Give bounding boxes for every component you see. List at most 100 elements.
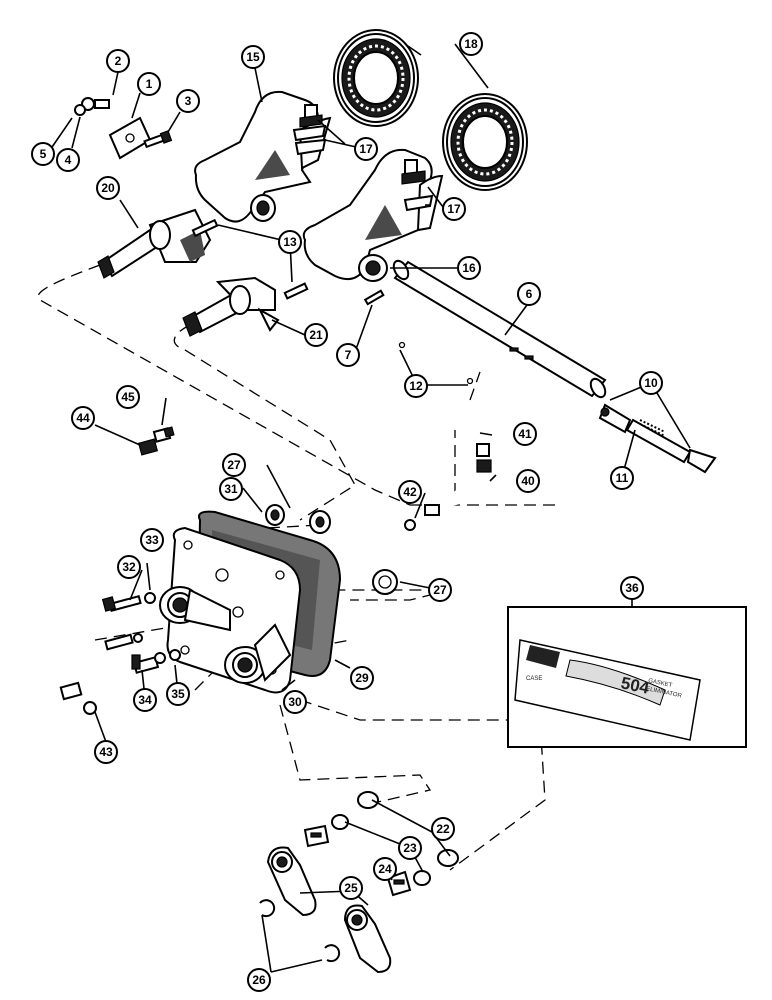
callout-17-upper: 17: [354, 137, 378, 161]
detent-ball: [466, 377, 474, 385]
callout-44: 44: [71, 406, 95, 430]
callout-label: 10: [644, 376, 658, 390]
callout-label: 42: [403, 485, 417, 499]
callout-label: 35: [171, 687, 185, 701]
sealant-package-box: 888 CASE 504 GASKET ELIMINATOR: [507, 606, 747, 748]
shift-shaft-lower: [182, 276, 280, 337]
callout-31: 31: [219, 477, 243, 501]
callout-5: 5: [31, 142, 55, 166]
callout-13: 13: [278, 230, 302, 254]
callout-label: 21: [309, 328, 323, 342]
callout-label: 12: [409, 379, 423, 393]
callout-30: 30: [283, 690, 307, 714]
o-ring-42: [404, 519, 416, 531]
callout-24: 24: [373, 857, 397, 881]
callout-12: 12: [404, 374, 428, 398]
oil-tube: [42, 426, 175, 701]
callout-4: 4: [56, 148, 80, 172]
callout-32: 32: [117, 555, 141, 579]
callout-33: 33: [140, 528, 164, 552]
callout-10: 10: [639, 371, 663, 395]
callout-15: 15: [241, 45, 265, 69]
callout-20: 20: [96, 176, 120, 200]
callout-label: 6: [526, 287, 533, 301]
clutch-disc-upper: [333, 29, 419, 127]
callout-label: 33: [145, 533, 159, 547]
levers-25: [266, 846, 392, 974]
washer-27-upper: [309, 510, 331, 534]
callout-2: 2: [106, 49, 130, 73]
callout-label: 44: [76, 411, 90, 425]
callout-label: 2: [115, 54, 122, 68]
callout-label: 7: [345, 348, 352, 362]
callout-6: 6: [517, 282, 541, 306]
fork-shoes: [292, 104, 434, 212]
callout-43: 43: [94, 740, 118, 764]
hex-bolt-small: [143, 130, 173, 149]
callout-45: 45: [116, 385, 140, 409]
callout-34: 34: [133, 688, 157, 712]
callout-label: 22: [436, 822, 450, 836]
callout-27-upper: 27: [222, 453, 246, 477]
bolt-32: [101, 594, 142, 612]
sealant-brand-label: CASE: [526, 676, 542, 682]
detent-ball: [398, 341, 406, 349]
shift-fork-lower: [302, 148, 444, 282]
sealant-brand-mark: 888: [540, 655, 554, 664]
callout-label: 4: [65, 153, 72, 167]
callout-11: 11: [610, 466, 634, 490]
callout-label: 34: [138, 693, 152, 707]
callout-18: 18: [459, 32, 483, 56]
sealant-label-line: GASKET: [648, 678, 673, 689]
callout-17-lower: 17: [442, 197, 466, 221]
washers-23: [331, 814, 431, 886]
callout-label: 18: [464, 37, 478, 51]
callout-label: 13: [283, 235, 297, 249]
bracket-plate: [108, 116, 152, 160]
callout-label: 41: [518, 427, 532, 441]
detent-plungers-and-spring: [598, 403, 717, 474]
callout-label: 11: [616, 471, 629, 485]
fitting-34-35: [104, 633, 181, 674]
callout-label: 45: [121, 390, 135, 404]
callout-29: 29: [350, 666, 374, 690]
callout-23: 23: [398, 836, 422, 860]
callout-label: 5: [40, 147, 47, 161]
callout-label: 20: [101, 181, 115, 195]
callout-25: 25: [339, 876, 363, 900]
callout-label: 17: [359, 142, 373, 156]
callout-label: 27: [227, 458, 241, 472]
callout-label: 32: [122, 560, 136, 574]
shift-shaft-upper: [97, 208, 212, 279]
callout-label: 1: [146, 77, 153, 91]
callout-41: 41: [513, 422, 537, 446]
callout-42: 42: [398, 480, 422, 504]
callout-label: 25: [344, 881, 358, 895]
callout-3: 3: [176, 89, 200, 113]
callout-label: 43: [99, 745, 113, 759]
callout-36: 36: [620, 576, 644, 600]
callout-label: 16: [462, 261, 476, 275]
clutch-disc-lower: [442, 93, 528, 191]
callout-16: 16: [457, 256, 481, 280]
callout-27-lower: 27: [428, 578, 452, 602]
nut-and-washer: [74, 97, 110, 116]
callout-label: 30: [288, 695, 302, 709]
callout-label: 26: [252, 973, 266, 987]
callout-22: 22: [431, 817, 455, 841]
shift-rod: [392, 259, 607, 399]
callout-label: 23: [403, 841, 417, 855]
seal-rings-22: [357, 791, 459, 867]
callout-7: 7: [336, 343, 360, 367]
tube-fitting-40: [424, 443, 492, 516]
callout-label: 17: [447, 202, 461, 216]
callout-35: 35: [166, 682, 190, 706]
callout-label: 15: [246, 50, 260, 64]
callout-label: 29: [355, 671, 369, 685]
washer-27-lower: [372, 569, 398, 595]
callout-label: 3: [185, 94, 192, 108]
cover-plate: [159, 526, 302, 694]
roll-pins: [191, 218, 385, 306]
nut-43: [83, 701, 97, 715]
callout-40: 40: [516, 469, 540, 493]
